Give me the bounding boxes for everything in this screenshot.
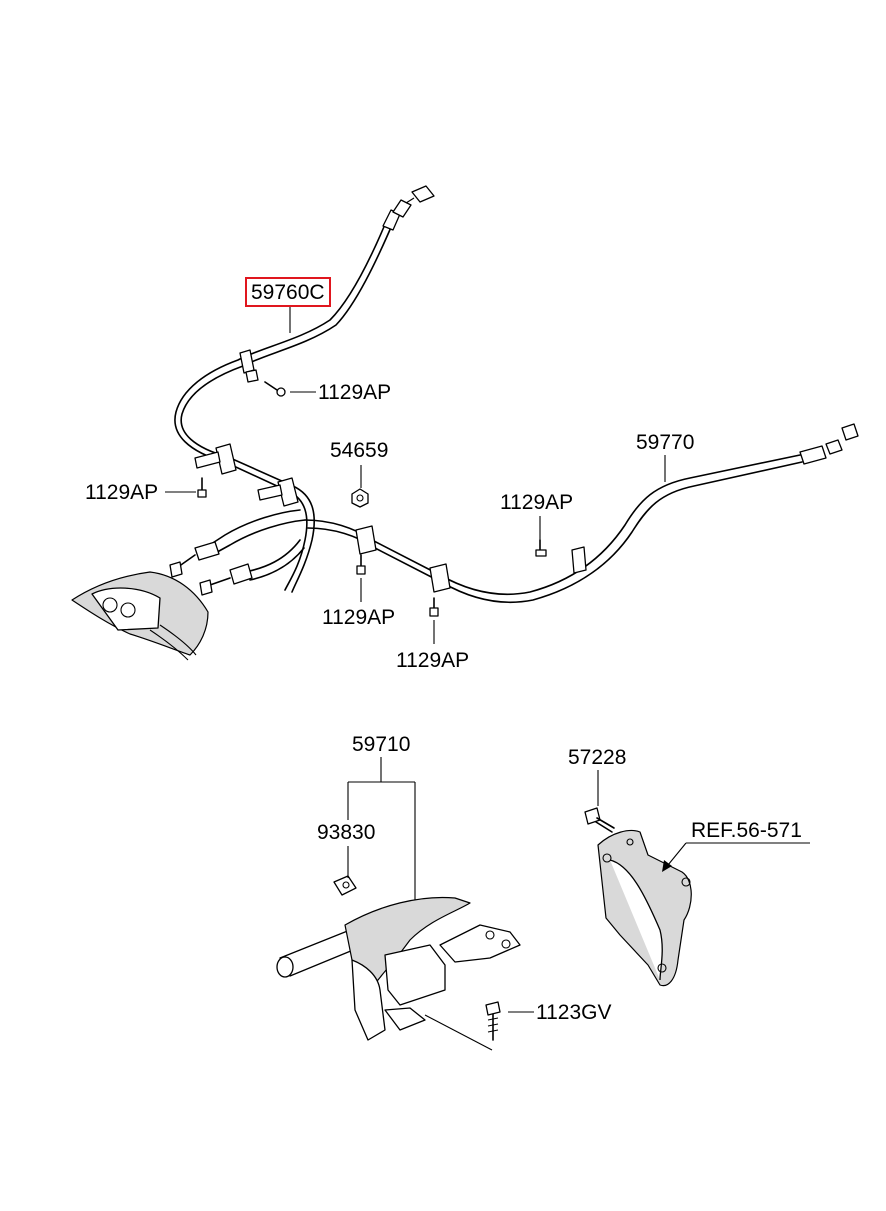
label-1129ap-lower-mid[interactable]: 1129AP [396, 649, 470, 672]
label-1129ap-upper[interactable]: 1129AP [318, 381, 392, 404]
leaders-upper [165, 305, 666, 644]
bracket-ref-56-571[interactable] [597, 829, 692, 987]
bolt-1129ap-lower-left[interactable] [356, 554, 366, 575]
leaders-lower [347, 757, 810, 1013]
bolt-1123gv[interactable] [485, 1001, 501, 1041]
parking-brake-lever[interactable] [276, 896, 521, 1051]
cable-clamps [194, 349, 587, 593]
bolt-1129ap-left[interactable] [197, 477, 207, 498]
cable-59760c[interactable] [174, 185, 435, 593]
label-59770[interactable]: 59770 [636, 431, 695, 454]
bolt-1129ap-upper[interactable] [264, 381, 286, 397]
label-93830[interactable]: 93830 [317, 821, 376, 844]
cable-split-left [169, 509, 306, 596]
clip-93830[interactable] [333, 875, 357, 896]
label-59760c[interactable]: 59760C [245, 277, 331, 307]
label-1123gv[interactable]: 1123GV [536, 1001, 612, 1024]
label-ref-56-571[interactable]: REF.56-571 [691, 819, 802, 842]
label-1129ap-left[interactable]: 1129AP [85, 481, 159, 504]
nut-54659[interactable] [351, 488, 369, 508]
bolt-1129ap-lower-mid[interactable] [429, 597, 439, 617]
label-59710[interactable]: 59710 [352, 733, 411, 756]
label-54659[interactable]: 54659 [330, 439, 389, 462]
label-1129ap-right[interactable]: 1129AP [500, 491, 574, 514]
label-1129ap-lower-left[interactable]: 1129AP [322, 606, 396, 629]
floor-pan [71, 571, 209, 661]
bolt-1129ap-right[interactable] [535, 539, 547, 557]
bolt-57228[interactable] [584, 807, 615, 833]
label-57228[interactable]: 57228 [568, 746, 627, 769]
